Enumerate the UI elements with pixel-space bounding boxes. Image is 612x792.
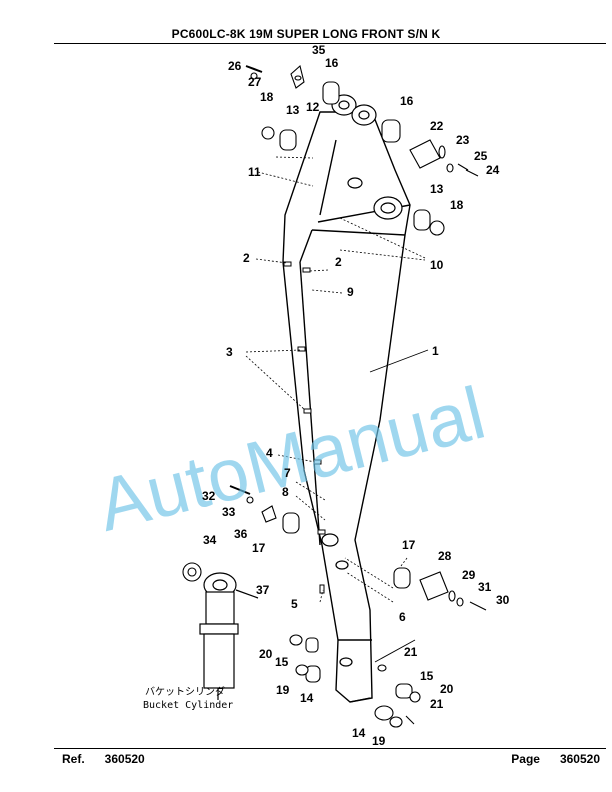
callout-36: 36 — [234, 527, 248, 541]
callout-14b: 14 — [352, 726, 366, 740]
footer-rule — [54, 748, 606, 749]
callout-16: 16 — [325, 56, 339, 70]
callout-28: 28 — [438, 549, 452, 563]
callout-18: 18 — [260, 90, 274, 104]
middle-left-parts — [182, 485, 300, 582]
callout-8: 8 — [282, 485, 289, 499]
callout-7: 7 — [284, 466, 291, 480]
callout-12: 12 — [306, 100, 320, 114]
callout-20b: 20 — [440, 682, 454, 696]
callout-3: 3 — [226, 345, 233, 359]
top-parts — [245, 64, 479, 236]
callout-29: 29 — [462, 568, 476, 582]
callout-33: 33 — [222, 505, 236, 519]
upper-bosses — [331, 94, 403, 220]
ref-label: Ref. — [62, 752, 85, 766]
callout-23: 23 — [456, 133, 470, 147]
arm-outline — [282, 111, 411, 703]
header-rule — [54, 43, 606, 44]
callout-31: 31 — [478, 580, 492, 594]
callout-16b: 16 — [400, 94, 414, 108]
lower-bosses — [321, 533, 353, 667]
callout-2b: 2 — [335, 255, 342, 269]
callout-13b: 13 — [430, 182, 444, 196]
callout-21b: 21 — [430, 697, 444, 711]
callout-26: 26 — [228, 59, 242, 73]
page-value: 360520 — [559, 752, 600, 766]
callout-25: 25 — [474, 149, 488, 163]
callout-5: 5 — [291, 597, 298, 611]
callout-10: 10 — [430, 258, 444, 272]
callout-13: 13 — [286, 103, 300, 117]
page-title: PC600LC-8K 19M SUPER LONG FRONT S/N K — [171, 27, 441, 41]
callout-30: 30 — [496, 593, 510, 607]
caption-english: Bucket Cylinder — [143, 700, 233, 711]
caption-japanese: バケットシリンダ — [145, 685, 225, 698]
callout-17b: 17 — [402, 538, 416, 552]
callout-15a: 15 — [275, 655, 289, 669]
callout-37: 37 — [256, 583, 270, 597]
callout-19a: 19 — [276, 683, 290, 697]
callouts: 35 26 27 16 18 13 12 16 22 23 25 24 11 1… — [202, 43, 510, 748]
callout-20a: 20 — [259, 647, 273, 661]
callout-2a: 2 — [243, 251, 250, 265]
callout-32: 32 — [202, 489, 216, 503]
footer-page: Page 360520 — [511, 752, 600, 766]
callout-9: 9 — [347, 285, 354, 299]
callout-11: 11 — [248, 165, 261, 179]
leader-lines — [245, 156, 426, 603]
callout-19b: 19 — [372, 734, 386, 748]
callout-34: 34 — [203, 533, 217, 547]
callout-14a: 14 — [300, 691, 314, 705]
callout-6: 6 — [399, 610, 406, 624]
bucket-cylinder — [199, 572, 259, 700]
callout-27: 27 — [248, 75, 262, 89]
callout-22: 22 — [430, 119, 444, 133]
callout-1: 1 — [432, 344, 439, 358]
footer-ref: Ref. 360520 — [62, 752, 145, 766]
callout-24: 24 — [486, 163, 500, 177]
leader-solid — [369, 349, 429, 663]
callout-15b: 15 — [420, 669, 434, 683]
page-label: Page — [511, 752, 540, 766]
callout-35: 35 — [312, 43, 326, 57]
lower-right-parts — [393, 567, 487, 611]
ref-value: 360520 — [104, 752, 145, 766]
callout-17a: 17 — [252, 541, 266, 555]
callout-21a: 21 — [404, 645, 418, 659]
callout-18b: 18 — [450, 198, 464, 212]
callout-4: 4 — [266, 446, 273, 460]
lower-pins — [289, 634, 421, 728]
